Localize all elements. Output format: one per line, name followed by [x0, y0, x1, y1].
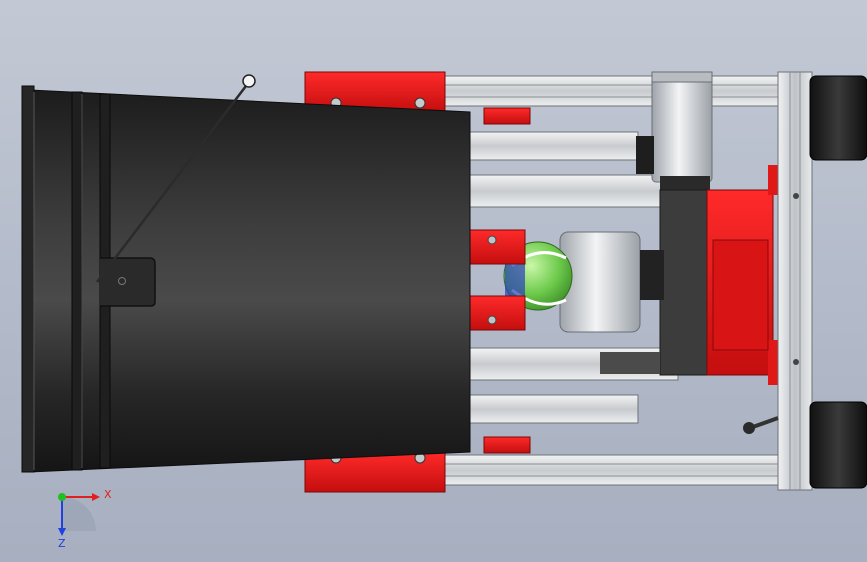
top-rail[interactable] — [439, 75, 786, 107]
lever-handle[interactable] — [743, 416, 779, 434]
triad-x-label: X — [104, 488, 112, 501]
support-rod[interactable] — [96, 74, 256, 283]
top-right-wheel[interactable] — [809, 75, 867, 161]
gear-mount-block[interactable] — [600, 189, 711, 376]
red-gearbox[interactable] — [706, 165, 780, 385]
triad-z-label: Z — [58, 537, 66, 550]
duct-bracket[interactable] — [100, 257, 156, 307]
bottom-right-wheel[interactable] — [809, 401, 867, 489]
motor-cylinder[interactable] — [636, 71, 713, 190]
black-duct-tube[interactable] — [21, 85, 471, 473]
red-mounting-blocks[interactable] — [469, 107, 531, 454]
right-vertical-frame[interactable] — [777, 71, 813, 491]
bottom-rail[interactable] — [439, 454, 786, 486]
